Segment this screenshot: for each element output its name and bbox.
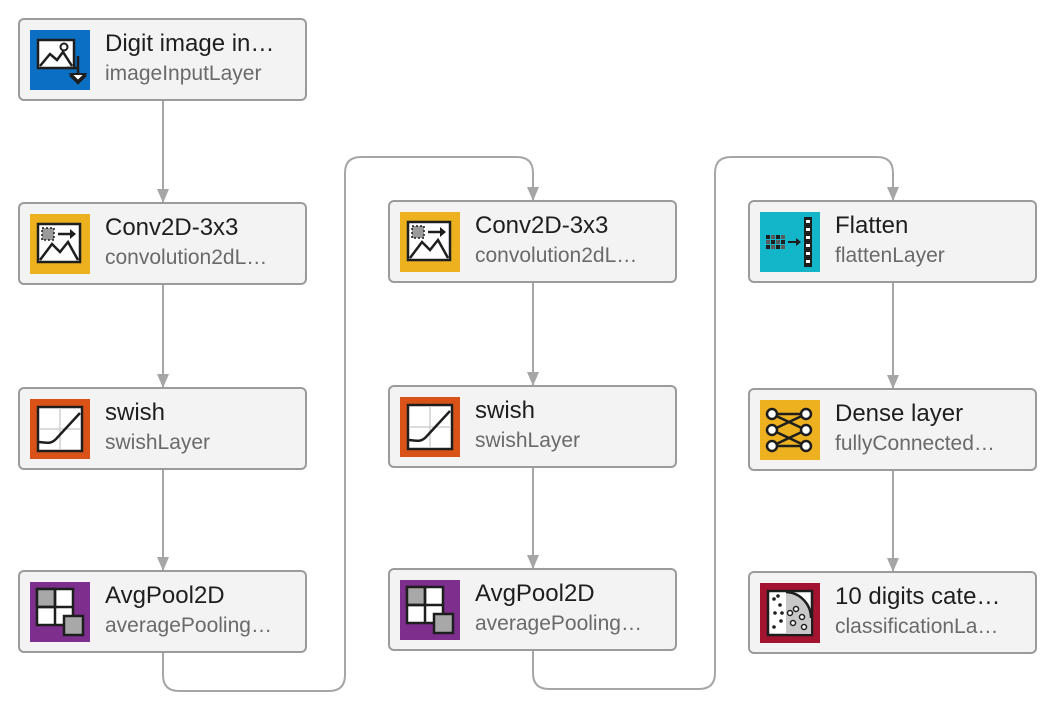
layer-type-label: fullyConnected…: [835, 432, 995, 455]
layer-node-conv1[interactable]: Conv2D-3x3 convolution2dL…: [18, 202, 307, 285]
layer-title: Digit image in…: [105, 30, 275, 57]
layer-title: AvgPool2D: [475, 580, 595, 607]
layer-title: Conv2D-3x3: [475, 212, 609, 239]
layer-node-pool2[interactable]: AvgPool2D averagePooling…: [388, 568, 677, 651]
layer-node-swish2[interactable]: swish swishLayer: [388, 385, 677, 468]
convolution-icon: [400, 212, 460, 272]
layer-title: Flatten: [835, 212, 909, 239]
layer-node-input[interactable]: Digit image in… imageInputLayer: [18, 18, 307, 101]
layer-title: Conv2D-3x3: [105, 214, 239, 241]
layer-type-label: swishLayer: [105, 431, 211, 454]
layer-node-conv2[interactable]: Conv2D-3x3 convolution2dL…: [388, 200, 677, 283]
connections: [157, 101, 899, 692]
network-icon: [760, 400, 820, 460]
layer-node-flatten[interactable]: Flatten flattenLayer: [748, 200, 1037, 283]
layer-node-dense[interactable]: Dense layer fullyConnected…: [748, 388, 1037, 471]
image-input-icon: [30, 30, 90, 90]
layer-title: AvgPool2D: [105, 582, 225, 609]
flatten-icon: [760, 212, 820, 272]
layer-type-label: swishLayer: [475, 429, 581, 452]
layer-title: Dense layer: [835, 400, 964, 427]
layer-node-pool1[interactable]: AvgPool2D averagePooling…: [18, 570, 307, 653]
convolution-icon: [30, 214, 90, 274]
swish-curve-icon: [400, 397, 460, 457]
connector-pool2-to-flatten: [532, 156, 899, 690]
layer-title: 10 digits cate…: [835, 583, 1001, 610]
layer-type-label: convolution2dL…: [475, 244, 638, 267]
layer-type-label: averagePooling…: [105, 614, 272, 637]
connector-pool1-to-conv2: [162, 156, 539, 692]
layer-title: swish: [475, 397, 536, 424]
layer-type-label: convolution2dL…: [105, 246, 268, 269]
layer-type-label: averagePooling…: [475, 612, 642, 635]
layer-title: swish: [105, 399, 166, 426]
layer-type-label: flattenLayer: [835, 244, 945, 267]
swish-curve-icon: [30, 399, 90, 459]
layer-node-swish1[interactable]: swish swishLayer: [18, 387, 307, 470]
layer-type-label: classificationLa…: [835, 615, 999, 638]
pooling-grid-icon: [30, 582, 90, 642]
pooling-grid-icon: [400, 580, 460, 640]
layer-type-label: imageInputLayer: [105, 62, 262, 85]
layer-node-output[interactable]: 10 digits cate… classificationLa…: [748, 571, 1037, 654]
classification-icon: [760, 583, 820, 643]
